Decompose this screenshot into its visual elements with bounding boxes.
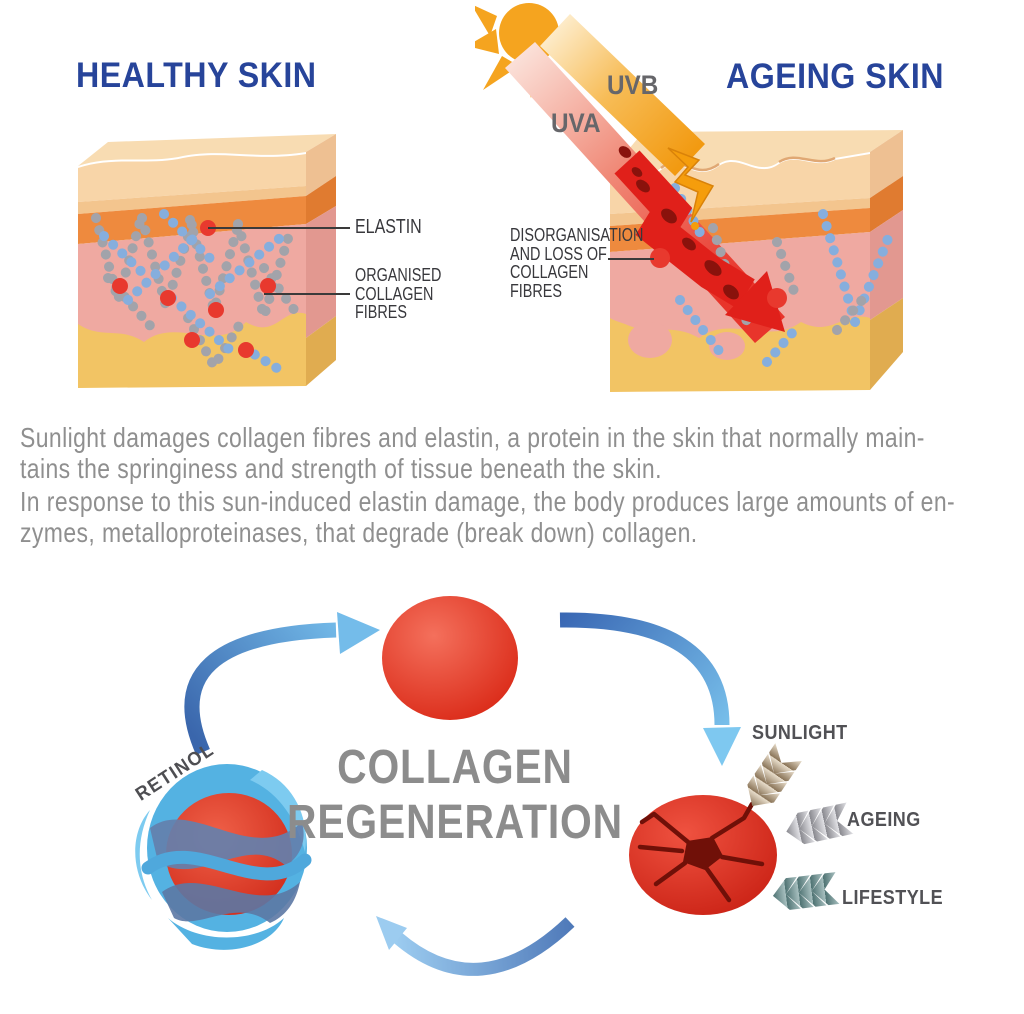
lost-elastin-dots: [650, 248, 787, 308]
uvb-lightning-bolt-icon: [667, 147, 715, 230]
ageing-skin-illustration: [475, 3, 903, 392]
ageing-skin-title: AGEING SKIN: [726, 57, 944, 96]
disorganisation-leader-line: [608, 258, 654, 260]
body-paragraph-1: Sunlight damages collagen fibres and ela…: [20, 422, 925, 484]
uvb-beam: [540, 14, 705, 176]
cycle-arrow-top-left: [184, 612, 380, 756]
factor-label-lifestyle: LIFESTYLE: [842, 887, 944, 909]
collagen-leader-line: [264, 293, 350, 295]
healthy-collagen-ball: [382, 596, 518, 720]
cycle-title: COLLAGEN REGENERATION: [287, 741, 623, 849]
uvb-label: UVB: [607, 70, 659, 100]
collagen-cycle-illustration: [135, 596, 854, 976]
lifestyle-chevrons-icon: [771, 872, 840, 912]
uva-label: UVA: [551, 108, 601, 138]
cycle-arrow-bottom: [376, 916, 575, 976]
ageing-chevrons-icon: [783, 802, 854, 848]
sunlight-chevrons-icon: [739, 743, 802, 815]
damaged-collagen-ball: [629, 795, 777, 915]
uva-damage-arrow: [614, 146, 785, 332]
elastin-leader-line: [208, 227, 350, 229]
factor-label-ageing: AGEING: [847, 809, 921, 831]
healthy-skin-title: HEALTHY SKIN: [76, 56, 317, 95]
elastin-label: ELASTIN: [355, 216, 422, 238]
crack-lines: [637, 801, 765, 903]
cycle-arrow-top-right: [559, 612, 741, 766]
factor-label-sunlight: SUNLIGHT: [752, 722, 848, 744]
healthy-skin-illustration: [78, 134, 336, 388]
disorganisation-label: DISORGANISATION AND LOSS OF COLLAGEN FIB…: [510, 225, 644, 301]
body-paragraph-2: In response to this sun-induced elastin …: [20, 486, 956, 548]
organised-collagen-label: ORGANISED COLLAGEN FIBRES: [355, 265, 442, 322]
elastin-dots: [112, 220, 276, 358]
retinol-treated-ball: [135, 764, 312, 950]
